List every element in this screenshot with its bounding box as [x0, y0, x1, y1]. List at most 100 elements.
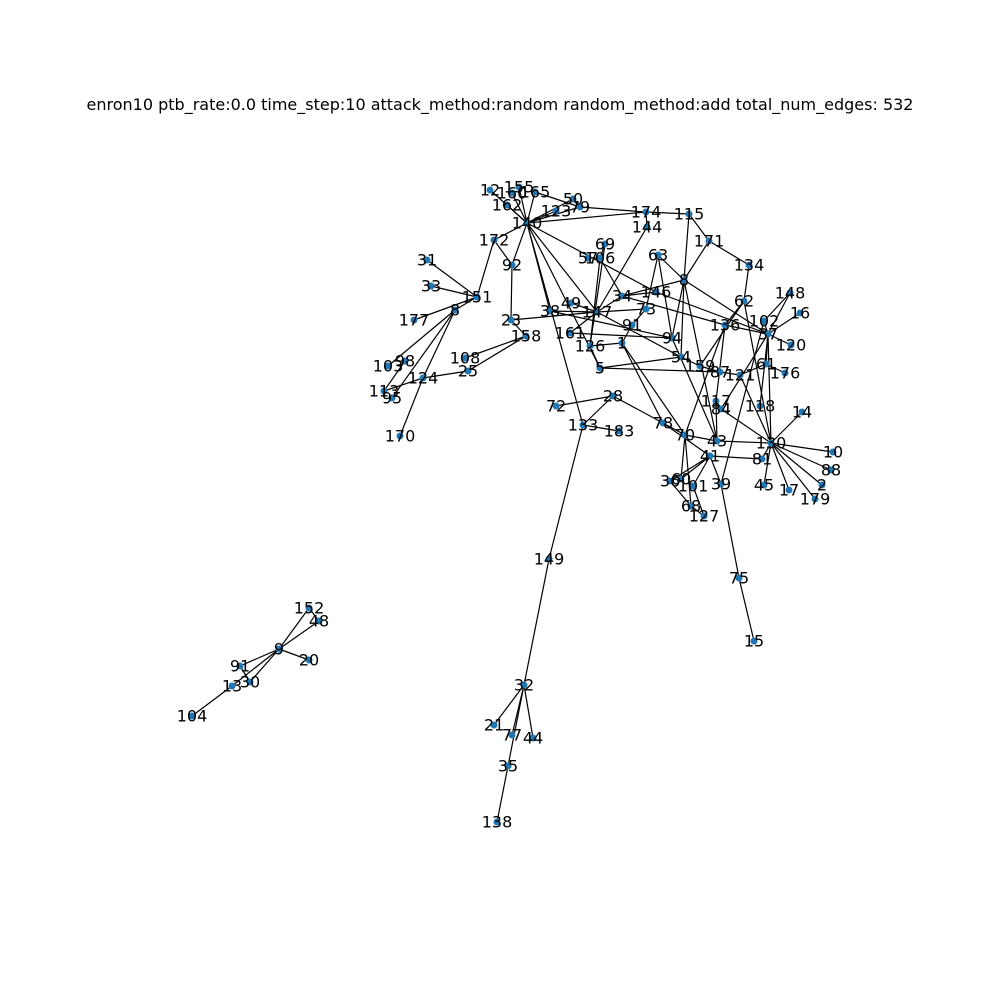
graph-node: [596, 254, 604, 262]
node-label: 120: [776, 336, 807, 355]
graph-edge: [683, 279, 769, 335]
node-label: 57: [578, 249, 598, 268]
node-label: 20: [299, 651, 319, 670]
node-label: 17: [779, 481, 799, 500]
graph-edge: [510, 264, 513, 321]
graph-node: [615, 427, 623, 435]
node-label: 138: [482, 813, 513, 832]
node-label: 124: [408, 369, 439, 388]
graph-node: [767, 439, 775, 447]
node-label: 63: [648, 246, 668, 265]
node-label: 8: [679, 271, 689, 290]
node-label: 70: [675, 426, 695, 445]
graph-edge: [589, 342, 623, 347]
graph-edge: [476, 239, 495, 298]
node-label: 21: [484, 716, 504, 735]
graph-node: [552, 402, 560, 410]
graph-node: [745, 261, 753, 269]
graph-node: [829, 448, 837, 456]
node-label: 79: [570, 198, 590, 217]
node-label: 78: [653, 414, 673, 433]
graph-node: [401, 357, 409, 365]
graph-edge: [391, 309, 456, 399]
node-label: 34: [612, 287, 632, 306]
graph-edge: [715, 400, 718, 442]
graph-edge: [422, 309, 456, 379]
node-label: 69: [595, 235, 615, 254]
graph-node: [642, 208, 650, 216]
node-label: 36: [660, 472, 680, 491]
graph-node: [796, 309, 804, 317]
graph-node: [642, 305, 650, 313]
node-label: 68: [681, 497, 701, 516]
graph-node: [473, 293, 481, 301]
graph-edge: [399, 377, 424, 437]
graph-node: [685, 210, 693, 218]
graph-edge: [278, 620, 320, 650]
node-label: 48: [309, 612, 329, 631]
graph-node: [552, 207, 560, 215]
node-label: 136: [710, 316, 741, 335]
graph-edge: [589, 243, 606, 347]
graph-node: [677, 475, 685, 483]
graph-edge: [621, 291, 657, 297]
graph-edge: [680, 356, 701, 367]
graph-edge: [430, 285, 478, 298]
graph-node: [451, 306, 459, 314]
graph-node: [827, 466, 835, 474]
graph-node: [566, 329, 574, 337]
graph-node: [713, 437, 721, 445]
graph-node: [529, 734, 537, 742]
graph-edge: [249, 648, 280, 683]
graph-node: [716, 368, 724, 376]
graph-node: [520, 681, 528, 689]
graph-node: [419, 374, 427, 382]
node-label: 10: [823, 443, 843, 462]
graph-node: [659, 419, 667, 427]
graph-node: [758, 455, 766, 463]
graph-edge: [621, 295, 726, 326]
graph-edge: [278, 607, 310, 650]
node-label: 94: [662, 329, 682, 348]
node-label: 176: [770, 364, 801, 383]
graph-edge: [467, 335, 527, 372]
graph-node: [596, 364, 604, 372]
graph-node: [785, 486, 793, 494]
node-label: 118: [745, 397, 776, 416]
graph-edge: [383, 360, 406, 392]
graph-edge: [767, 292, 791, 335]
graph-edge: [709, 455, 763, 460]
graph-edge: [596, 311, 682, 358]
node-label: 23: [501, 311, 521, 330]
node-label: 50: [563, 190, 583, 209]
graph-edge: [518, 186, 528, 224]
graph-node: [618, 339, 626, 347]
graph-edge: [496, 765, 509, 823]
graph-edge: [526, 191, 536, 224]
graph-node: [396, 432, 404, 440]
node-label: 77: [502, 726, 522, 745]
graph-node: [740, 297, 748, 305]
graph-node: [680, 276, 688, 284]
node-label: 117: [701, 392, 732, 411]
node-label: 103: [373, 357, 404, 376]
graph-edge: [526, 206, 581, 224]
graph-node: [601, 240, 609, 248]
node-label: 161: [555, 324, 586, 343]
graph-edge: [548, 424, 584, 560]
graph-edge: [684, 434, 718, 442]
graph-node: [786, 289, 794, 297]
node-label: 106: [585, 249, 616, 268]
node-label: 126: [575, 337, 606, 356]
graph-edge: [770, 411, 803, 444]
graph-edge: [621, 279, 685, 297]
graph-edge: [770, 442, 834, 453]
graph-edge: [669, 455, 711, 482]
node-label: 171: [694, 232, 725, 251]
graph-node: [666, 477, 674, 485]
graph-edge: [426, 259, 478, 298]
graph-node: [567, 299, 575, 307]
node-label: 38: [540, 302, 560, 321]
node-label: 134: [734, 256, 765, 275]
